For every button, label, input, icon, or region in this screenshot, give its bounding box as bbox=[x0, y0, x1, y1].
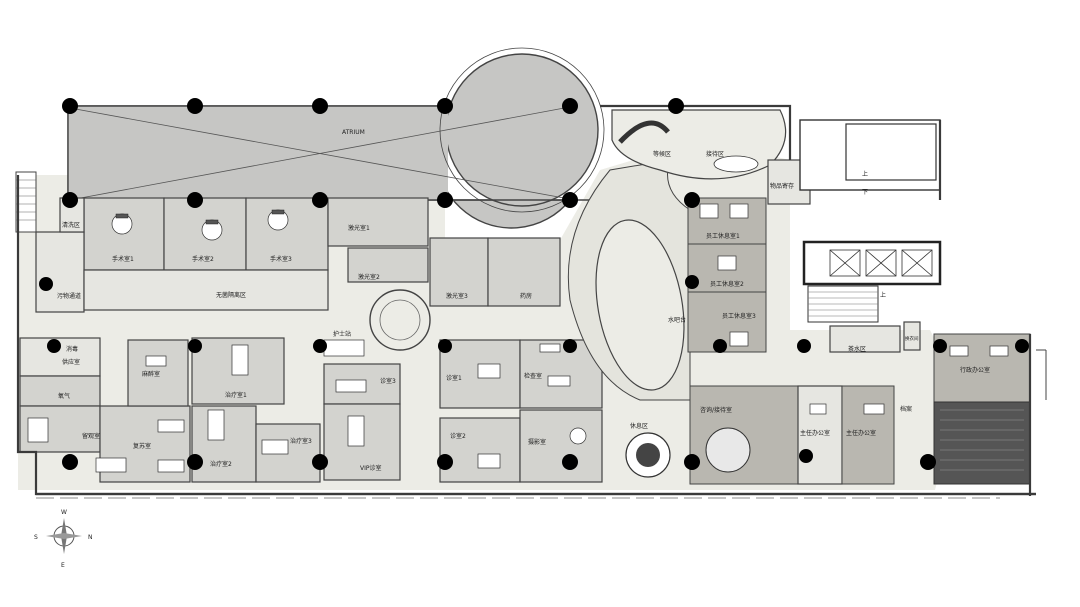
room-consult1: 诊室1 bbox=[446, 374, 462, 382]
room-consult-recep: 咨询/接待室 bbox=[700, 406, 732, 414]
room-aseptic: 无菌隔离区 bbox=[216, 291, 246, 299]
room-director1: 主任办公室 bbox=[800, 429, 830, 437]
room-supply: 供应室 bbox=[62, 358, 80, 366]
room-consult3: 诊室3 bbox=[380, 377, 396, 385]
room-bar: 水吧台 bbox=[668, 316, 686, 324]
core: 物品寄存 上 上 下 茶水区 换衣间 bbox=[767, 119, 942, 353]
label-up: 上 bbox=[862, 170, 868, 178]
room-storage: 物品寄存 bbox=[770, 182, 794, 190]
room-consult2: 诊室2 bbox=[450, 432, 466, 440]
room-treat1: 治疗室1 bbox=[225, 391, 247, 399]
room-treat2: 治疗室2 bbox=[210, 460, 232, 468]
room-vip: VIP诊室 bbox=[360, 464, 382, 472]
label-down: 下 bbox=[862, 189, 868, 196]
room-op2: 手术室2 bbox=[192, 255, 214, 263]
surgery-chairs bbox=[111, 209, 289, 241]
room-disinfect: 消毒 bbox=[66, 345, 78, 353]
label-up2: 上 bbox=[880, 291, 886, 299]
surgery-wing: 清洗区 手术室1 手术室2 手术室3 激光室1 激光室2 激光室3 无菌隔离区 … bbox=[35, 197, 561, 313]
compass: N S W E bbox=[34, 509, 93, 569]
room-op1: 手术室1 bbox=[112, 255, 134, 263]
room-laser2: 激光室2 bbox=[358, 273, 380, 281]
room-pharmacy: 药房 bbox=[520, 292, 532, 300]
office-wing: 咨询/接待室 主任办公室 主任办公室 档案 行政办公室 bbox=[689, 333, 1031, 485]
room-director2: 主任办公室 bbox=[846, 429, 876, 437]
atrium: ATRIUM bbox=[67, 47, 605, 229]
room-staff3: 员工休息室3 bbox=[722, 312, 756, 320]
room-reception: 接待区 bbox=[706, 150, 724, 158]
waiting-area: 等候区 接待区 bbox=[611, 109, 787, 180]
consult-wing: 诊室1 诊室2 检查室 摄影室 bbox=[439, 339, 603, 483]
room-staff2: 员工休息室2 bbox=[710, 280, 744, 288]
compass-w: W bbox=[61, 509, 67, 516]
outer-walls bbox=[16, 104, 1047, 499]
room-admin: 行政办公室 bbox=[960, 366, 990, 374]
room-treat3: 治疗室3 bbox=[290, 437, 312, 445]
treatment-wing: 消毒 供应室 氧气 麻醉室 留观室 复苏室 治疗室1 治疗室2 治疗室3 诊室3… bbox=[19, 337, 401, 483]
room-archive: 档案 bbox=[900, 405, 912, 413]
room-oxygen: 氧气 bbox=[58, 392, 70, 400]
lounge: 水吧台 休息区 bbox=[567, 159, 691, 478]
room-change: 换衣间 bbox=[905, 335, 919, 342]
room-laser1: 激光室1 bbox=[348, 224, 370, 232]
room-op3: 手术室3 bbox=[270, 255, 292, 263]
staff-rooms: 员工休息室1 员工休息室2 员工休息室3 bbox=[687, 197, 767, 353]
compass-e: E bbox=[61, 562, 65, 569]
compass-s: S bbox=[34, 534, 38, 541]
atrium-label: ATRIUM bbox=[342, 129, 365, 136]
left-stair bbox=[15, 171, 37, 233]
room-nurse: 护士站 bbox=[333, 330, 351, 338]
room-staff1: 员工休息室1 bbox=[706, 232, 740, 240]
nurse-station: 护士站 bbox=[323, 289, 431, 357]
room-anesthesia: 麻醉室 bbox=[142, 370, 160, 378]
compass-n: N bbox=[88, 534, 93, 541]
room-exam: 检查室 bbox=[524, 372, 542, 380]
room-photo: 摄影室 bbox=[528, 438, 546, 446]
columns bbox=[39, 98, 1029, 470]
room-waiting: 等候区 bbox=[653, 150, 671, 158]
room-observe: 留观室 bbox=[82, 432, 100, 440]
room-tea: 茶水区 bbox=[848, 345, 866, 353]
room-dirty-corridor: 污物通道 bbox=[57, 292, 81, 300]
room-laser3: 激光室3 bbox=[446, 292, 468, 300]
room-cleaning: 清洗区 bbox=[62, 221, 80, 229]
room-rest: 休息区 bbox=[630, 422, 648, 430]
room-recovery: 复苏室 bbox=[133, 442, 151, 450]
